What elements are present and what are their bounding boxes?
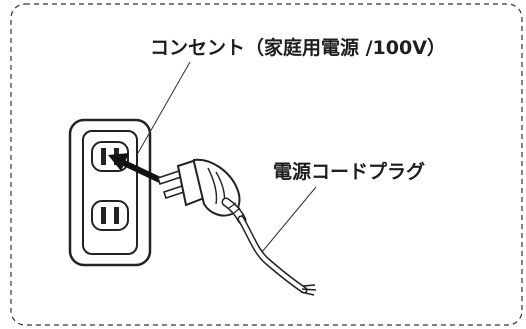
dashed-frame <box>10 3 523 326</box>
power-plug <box>156 158 247 225</box>
plug-leader-line <box>261 186 317 253</box>
power-cord <box>237 215 317 296</box>
plug-label: 電源コードプラグ <box>273 161 426 183</box>
outlet-leader-line <box>137 61 191 154</box>
outlet-label: コンセント（家庭用電源 /100V） <box>150 37 446 59</box>
wall-outlet <box>68 118 152 267</box>
lower-socket <box>91 200 129 231</box>
insert-arrow-icon <box>108 153 162 183</box>
